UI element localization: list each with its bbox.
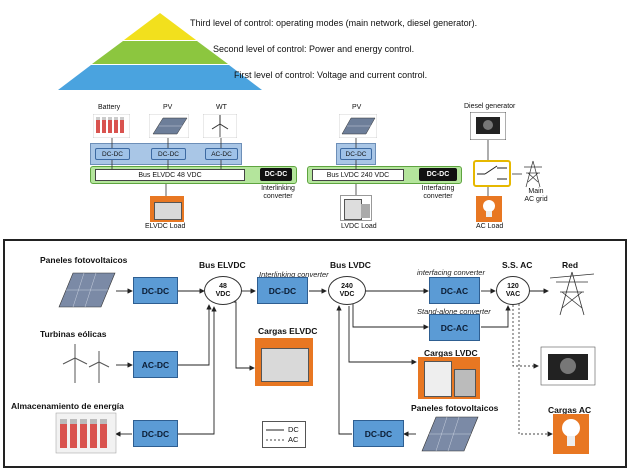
legend-dc-label: DC bbox=[288, 425, 299, 434]
pyramid-level-2-text: Second level of control: Power and energ… bbox=[213, 44, 415, 54]
interfacing-converter-label: Interfacing converter bbox=[421, 185, 455, 200]
bottom-diesel-generator-image bbox=[540, 346, 596, 386]
bottom-lvdc-load-image bbox=[418, 357, 480, 399]
cargas-elvdc-label: Cargas ELVDC bbox=[258, 326, 318, 336]
pv-panel-image bbox=[149, 114, 189, 138]
wind-turbine-image bbox=[203, 114, 237, 138]
bus-elvdc-label: Bus ELVDC bbox=[199, 260, 246, 270]
pv2-dcdc-box: DC-DC bbox=[340, 148, 372, 160]
ac-load-label: AC Load bbox=[476, 223, 504, 230]
battery-label: Battery bbox=[98, 104, 121, 111]
switch-icon bbox=[477, 165, 507, 180]
pyramid-top-level bbox=[124, 13, 196, 40]
bottom-pv2-panels-image bbox=[421, 416, 479, 452]
bottom-acdc-turbine-box: AC-DC bbox=[133, 351, 178, 378]
bottom-battery-storage-image bbox=[55, 412, 117, 454]
pv-label: PV bbox=[163, 104, 173, 111]
diesel-generator-label: Diesel generator bbox=[464, 103, 516, 110]
legend-box bbox=[262, 421, 306, 448]
wt-label: WT bbox=[216, 104, 227, 111]
node-240vdc: 240 VDC bbox=[328, 276, 366, 305]
interfacing-dcdc-box: DC-DC bbox=[419, 168, 457, 181]
pyramid-level-1-text: First level of control: Voltage and curr… bbox=[234, 70, 428, 80]
node-48vdc: 48 VDC bbox=[204, 276, 242, 305]
interfacing-converter-caption: interfacing converter bbox=[417, 268, 485, 277]
bottom-diagram-frame bbox=[3, 239, 627, 468]
pv2-label: PV bbox=[352, 104, 362, 111]
bottom-dcdc-pv2-box: DC-DC bbox=[353, 420, 404, 447]
wt-acdc-box: AC-DC bbox=[205, 148, 238, 160]
red-label: Red bbox=[562, 260, 579, 270]
standalone-converter-caption: Stand-alone converter bbox=[417, 307, 491, 316]
node-120vac: 120 VAC bbox=[496, 276, 530, 305]
bottom-wind-turbines-image bbox=[62, 344, 110, 383]
top-diagram-connectors bbox=[111, 138, 522, 196]
pv2-panel-image bbox=[339, 114, 377, 138]
main-ac-grid-label: Main AC grid bbox=[524, 188, 548, 203]
control-pyramid bbox=[58, 13, 262, 90]
legend-ac-label: AC bbox=[288, 435, 299, 444]
ac-load-image bbox=[476, 196, 502, 222]
interlinking-dcdc-box: DC-DC bbox=[260, 168, 292, 181]
mode-switch-box bbox=[473, 160, 511, 187]
interlinking-converter-caption: Interlinking converter bbox=[259, 270, 329, 279]
bottom-interlinking-dcdc-box: DC-DC bbox=[257, 277, 308, 304]
pv-dcdc-box: DC-DC bbox=[151, 148, 186, 160]
bottom-dcdc-pv-box: DC-DC bbox=[133, 277, 178, 304]
diesel-generator-image bbox=[470, 112, 506, 140]
turbinas-eolicas-label: Turbinas eólicas bbox=[40, 329, 107, 339]
bottom-pv-panels-image bbox=[58, 272, 116, 308]
bottom-dcdc-storage-box: DC-DC bbox=[133, 420, 178, 447]
cargas-lvdc-label: Cargas LVDC bbox=[424, 348, 478, 358]
bus-lvdc-label: Bus LVDC bbox=[330, 260, 371, 270]
elvdc-load-label: ELVDC Load bbox=[145, 223, 186, 230]
pyramid-middle-level bbox=[92, 41, 228, 64]
battery-image bbox=[93, 114, 130, 138]
ss-ac-label: S.S. AC bbox=[502, 260, 533, 270]
battery-dcdc-box: DC-DC bbox=[95, 148, 130, 160]
pyramid-bottom-level bbox=[58, 65, 262, 90]
bottom-grid-tower-image bbox=[550, 271, 594, 316]
bottom-ac-load-image bbox=[553, 414, 589, 454]
bottom-elvdc-load-image bbox=[255, 338, 313, 386]
pyramid-level-3-text: Third level of control: operating modes … bbox=[190, 18, 478, 28]
paneles-fotovoltaicos-label: Paneles fotovoltaicos bbox=[40, 255, 128, 265]
paneles-fotovoltaicos-2-label: Paneles fotovoltaicos bbox=[411, 403, 499, 413]
bottom-interfacing-dcac-box: DC-AC bbox=[429, 277, 480, 304]
elvdc-load-image bbox=[150, 196, 184, 222]
cargas-ac-label: Cargas AC bbox=[548, 405, 592, 415]
bottom-standalone-dcac-box: DC-AC bbox=[429, 314, 480, 341]
legend-lines bbox=[266, 429, 284, 441]
lvdc-bus-box: Bus LVDC 240 VDC bbox=[312, 169, 404, 181]
almacenamiento-label: Almacenamiento de energía bbox=[11, 401, 124, 411]
bottom-diagram-connectors bbox=[115, 288, 553, 437]
lvdc-load-image bbox=[340, 195, 372, 221]
interlinking-converter-label: Interlinking converter bbox=[261, 185, 295, 200]
grid-tower-image bbox=[524, 160, 542, 188]
elvdc-bus-box: Bus ELVDC 48 VDC bbox=[95, 169, 245, 181]
lvdc-load-label: LVDC Load bbox=[341, 223, 377, 230]
